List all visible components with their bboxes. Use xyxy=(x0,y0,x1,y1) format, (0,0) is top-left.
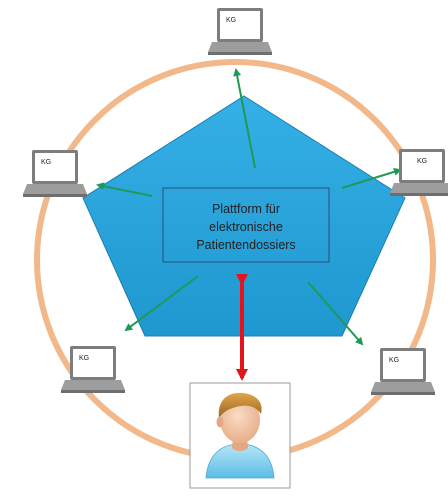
laptop-bottom-left: KG xyxy=(61,346,125,393)
arrow-to-left-laptop xyxy=(96,182,153,197)
laptop-right: KG xyxy=(390,149,448,196)
laptop-label: KG xyxy=(226,17,236,24)
laptop-screen xyxy=(383,351,423,379)
arrow-to-right-laptop xyxy=(341,167,402,189)
laptop-label: KG xyxy=(389,357,399,364)
laptop-keyboard xyxy=(371,382,435,392)
laptop-keyboard xyxy=(23,184,87,194)
laptop-screen xyxy=(73,349,113,377)
laptop-keyboard xyxy=(208,42,272,52)
patient-card xyxy=(189,382,291,489)
laptop-bottom-right: KG xyxy=(371,348,435,395)
laptop-screen xyxy=(402,152,442,180)
laptop-label: KG xyxy=(417,158,427,165)
patient-avatar-icon xyxy=(205,392,275,479)
laptop-screen xyxy=(220,11,260,39)
arrow-to-top-laptop xyxy=(233,68,256,169)
laptop-label: KG xyxy=(41,159,51,166)
platform-label-line-3: Patientendossiers xyxy=(196,238,295,252)
platform-label-line-2: elektronische xyxy=(209,220,283,234)
laptop-screen xyxy=(35,153,75,181)
laptop-keyboard xyxy=(390,183,448,193)
arrow-to-bottom-right-laptop xyxy=(307,281,364,346)
laptop-top: KG xyxy=(208,8,272,55)
laptop-keyboard xyxy=(61,380,125,390)
platform-label-box xyxy=(162,187,330,263)
platform-label-line-1: Plattform für xyxy=(212,202,280,216)
arrow-to-bottom-left-laptop xyxy=(124,275,199,332)
laptop-left: KG xyxy=(23,150,87,197)
laptop-label: KG xyxy=(79,355,89,362)
